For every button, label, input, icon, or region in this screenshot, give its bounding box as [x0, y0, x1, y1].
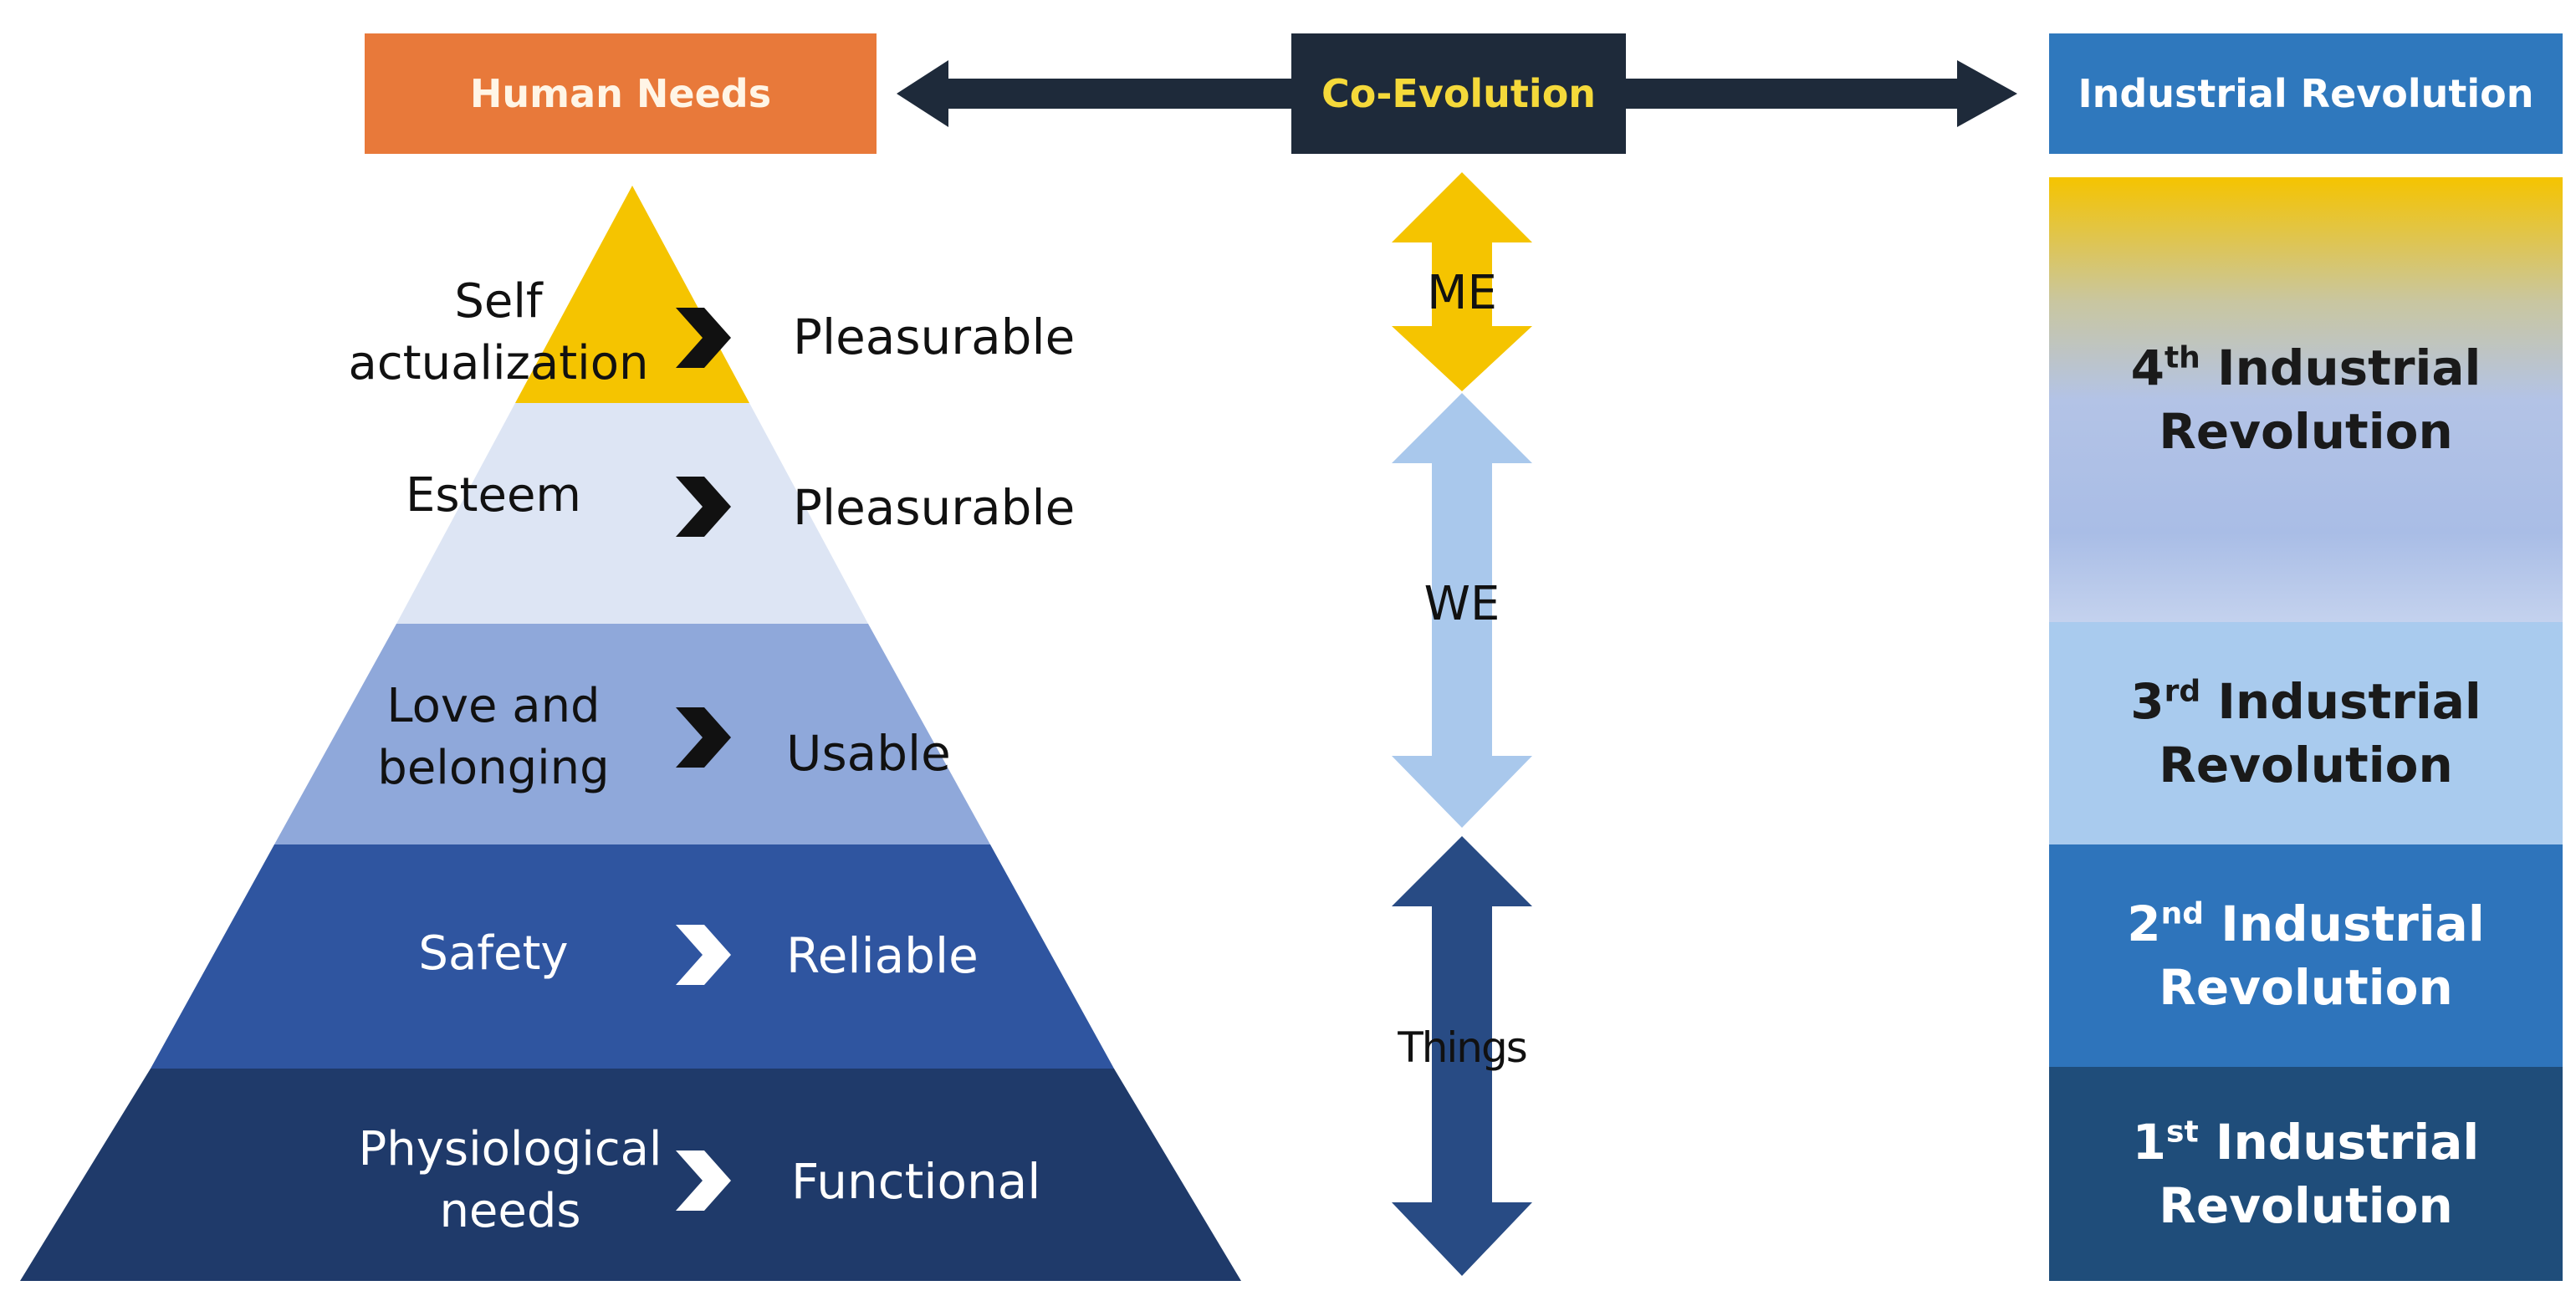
chevron-right-icon: [676, 308, 731, 368]
arrow-label-things: Things: [1398, 1023, 1528, 1072]
quality-label-pleasurable-1: Pleasurable: [793, 309, 1076, 365]
chevron-right-icon: [676, 925, 731, 985]
me-double-arrow: [1392, 172, 1532, 391]
quality-label-functional: Functional: [791, 1153, 1041, 1210]
arrow-label-me: ME: [1427, 266, 1497, 320]
need-label-physiological: Physiological needs: [358, 1122, 662, 1238]
need-label-love-belonging: Love and belonging: [377, 679, 610, 795]
revolution-label-4th: 4th Industrial Revolution: [2130, 339, 2481, 460]
quality-label-usable: Usable: [786, 725, 951, 782]
revolution-label-1st: 1st Industrial Revolution: [2132, 1114, 2480, 1234]
arrow-label-we: WE: [1423, 577, 1500, 631]
need-label-esteem: Esteem: [406, 468, 581, 523]
pyramid-layer-self-actualization: [515, 186, 749, 403]
pyramid-layer-love-belonging: [274, 624, 990, 844]
co-evolution-double-arrow: [897, 60, 2017, 127]
revolution-label-2nd: 2nd Industrial Revolution: [2127, 895, 2485, 1016]
need-label-self-actualization: Self actualization: [348, 274, 649, 390]
quality-label-reliable: Reliable: [786, 927, 979, 984]
quality-label-pleasurable-2: Pleasurable: [793, 479, 1076, 536]
revolution-band-2nd: [2049, 844, 2563, 1067]
co-evolution-header: Co-Evolution: [1291, 33, 1626, 154]
we-double-arrow: [1392, 393, 1532, 828]
chevron-right-icon: [676, 477, 731, 537]
pyramid-layer-safety: [151, 844, 1114, 1069]
pyramid-layer-esteem: [396, 403, 868, 624]
revolution-band-1st: [2049, 1067, 2563, 1281]
pyramid-layer-physiological: [20, 1069, 1241, 1281]
revolution-label-3rd: 3rd Industrial Revolution: [2130, 673, 2481, 793]
need-label-safety: Safety: [418, 926, 569, 981]
revolution-band-4th: [2049, 177, 2563, 622]
things-double-arrow: [1392, 836, 1532, 1276]
human-needs-header: Human Needs: [365, 33, 877, 154]
industrial-revolution-header: Industrial Revolution: [2049, 33, 2563, 154]
chevron-right-icon: [676, 707, 731, 768]
chevron-right-icon: [676, 1150, 731, 1211]
revolution-band-3rd: [2049, 622, 2563, 844]
